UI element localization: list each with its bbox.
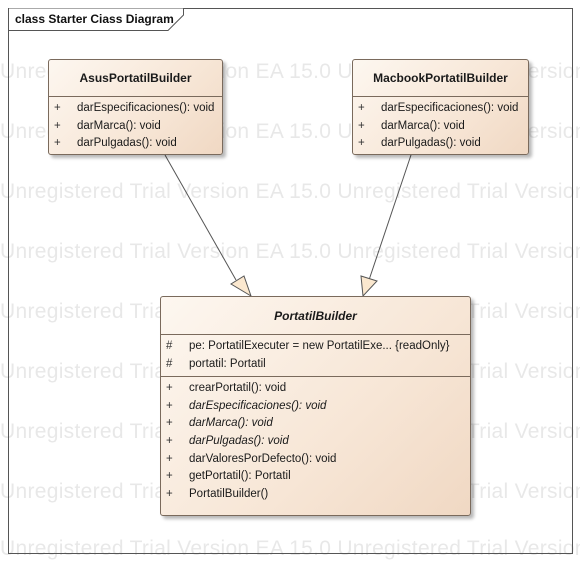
member-signature: darPulgadas(): void bbox=[77, 137, 177, 150]
visibility-marker: + bbox=[166, 399, 173, 412]
diagram-frame bbox=[8, 8, 573, 554]
class-member[interactable]: + darPulgadas(): void bbox=[161, 433, 470, 451]
visibility-marker: + bbox=[54, 119, 61, 132]
class-member[interactable]: + darEspecificaciones(): void bbox=[353, 100, 528, 118]
member-signature: crearPortatil(): void bbox=[189, 382, 287, 395]
operations-compartment: + darEspecificaciones(): void + darMarca():… bbox=[353, 97, 528, 156]
member-signature: darValoresPorDefecto(): void bbox=[189, 452, 337, 465]
visibility-marker: + bbox=[358, 119, 365, 132]
member-signature: darMarca(): void bbox=[381, 119, 465, 132]
member-signature: darEspecificaciones(): void bbox=[381, 102, 519, 114]
visibility-marker: + bbox=[166, 382, 173, 395]
class-member[interactable]: + darMarca(): void bbox=[49, 118, 222, 136]
class-macbook-portatil-builder[interactable]: MacbookPortatilBuilder + darEspecificacio… bbox=[352, 59, 529, 155]
visibility-marker: + bbox=[166, 434, 173, 447]
visibility-marker: + bbox=[166, 417, 173, 430]
member-signature: darEspecificaciones(): void bbox=[189, 399, 327, 412]
class-member[interactable]: # pe: PortatilExecuter = new PortatilExe.… bbox=[161, 338, 470, 356]
frame-tab bbox=[8, 8, 184, 31]
member-signature: darMarca(): void bbox=[77, 119, 161, 132]
generalization-line-macbook[interactable] bbox=[368, 154, 412, 281]
operations-compartment: + darEspecificaciones(): void + darMarca():… bbox=[49, 97, 222, 156]
class-name: PortatilBuilder bbox=[161, 297, 470, 335]
class-asus-portatil-builder[interactable]: AsusPortatilBuilder + darEspecificaciones… bbox=[48, 59, 223, 155]
visibility-marker: # bbox=[166, 340, 173, 352]
class-member[interactable]: + darMarca(): void bbox=[161, 415, 470, 433]
visibility-marker: + bbox=[54, 102, 61, 114]
class-member[interactable]: + darEspecificaciones(): void bbox=[49, 100, 222, 118]
member-signature: portatil: Portatil bbox=[189, 357, 266, 370]
visibility-marker: + bbox=[358, 137, 365, 150]
visibility-marker: + bbox=[54, 137, 61, 150]
visibility-marker: + bbox=[166, 470, 173, 483]
visibility-marker: + bbox=[358, 102, 365, 114]
visibility-marker: # bbox=[166, 357, 173, 370]
visibility-marker: + bbox=[166, 487, 173, 500]
class-name: AsusPortatilBuilder bbox=[49, 60, 222, 97]
class-member[interactable]: + darEspecificaciones(): void bbox=[161, 398, 470, 416]
class-member[interactable]: + darPulgadas(): void bbox=[49, 135, 222, 153]
member-signature: getPortatil(): Portatil bbox=[189, 470, 291, 483]
member-signature: darMarca(): void bbox=[189, 417, 273, 430]
class-portatil-builder[interactable]: PortatilBuilder # pe: PortatilExecuter = … bbox=[160, 296, 471, 516]
class-member[interactable]: + PortatilBuilder() bbox=[161, 486, 470, 504]
class-member[interactable]: + darPulgadas(): void bbox=[353, 135, 528, 153]
member-signature: darPulgadas(): void bbox=[189, 434, 289, 447]
member-signature: darPulgadas(): void bbox=[381, 137, 481, 150]
member-signature: PortatilBuilder() bbox=[189, 487, 269, 500]
operations-compartment: + crearPortatil(): void + darEspecificacion… bbox=[161, 377, 470, 506]
class-member[interactable]: + darMarca(): void bbox=[353, 118, 528, 136]
class-member[interactable]: # portatil: Portatil bbox=[161, 356, 470, 374]
generalization-arrowhead-asus bbox=[230, 275, 252, 298]
member-signature: darEspecificaciones(): void bbox=[77, 102, 215, 114]
class-member[interactable]: + crearPortatil(): void bbox=[161, 380, 470, 398]
frame-title: class Starter Ciass Diagram bbox=[15, 12, 174, 26]
attributes-compartment: # pe: PortatilExecuter = new PortatilExe.… bbox=[161, 335, 470, 378]
member-signature: pe: PortatilExecuter = new PortatilExe..… bbox=[189, 340, 450, 352]
visibility-marker: + bbox=[166, 452, 173, 465]
class-member[interactable]: + getPortatil(): Portatil bbox=[161, 468, 470, 486]
class-member[interactable]: + darValoresPorDefecto(): void bbox=[161, 451, 470, 469]
class-name: MacbookPortatilBuilder bbox=[353, 60, 528, 97]
generalization-arrowhead-macbook bbox=[360, 275, 378, 298]
generalization-line-asus[interactable] bbox=[164, 154, 237, 281]
